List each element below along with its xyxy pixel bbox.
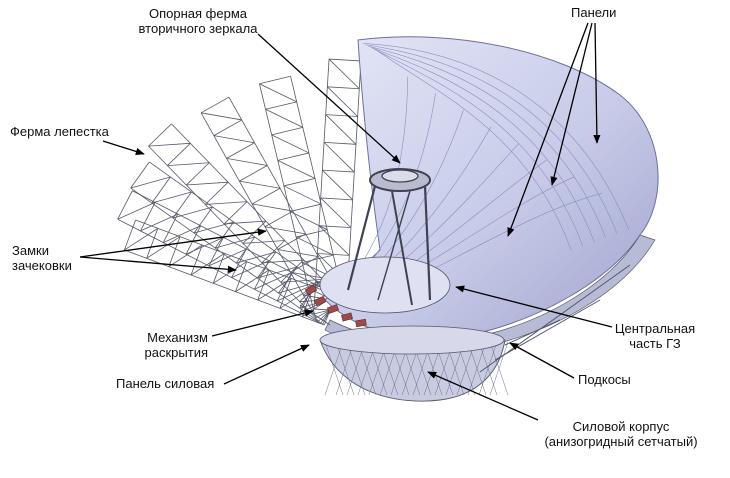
petal-truss (117, 190, 338, 325)
label-power-panel: Панель силовая (116, 376, 215, 391)
petal-trusses (117, 58, 362, 326)
power-body (319, 325, 509, 402)
secondary-mirror-truss (346, 168, 432, 306)
label-panels: Панели (571, 5, 617, 20)
deployment-mechanism (304, 284, 367, 328)
label-secondary-truss: Опорная ферма вторичного зеркала (138, 6, 258, 36)
label-power-body: Силовой корпус (анизогридный сетчатый) (544, 419, 698, 449)
central-mirror-part (319, 256, 451, 314)
label-locks: Замки зачековки (12, 243, 72, 273)
label-petal-truss: Ферма лепестка (10, 124, 109, 139)
label-mechanism: Механизм раскрытия (144, 330, 208, 360)
label-struts: Подкосы (578, 372, 631, 387)
leader-lines (79, 22, 613, 421)
label-central-part: Центральная часть ГЗ (614, 321, 696, 351)
